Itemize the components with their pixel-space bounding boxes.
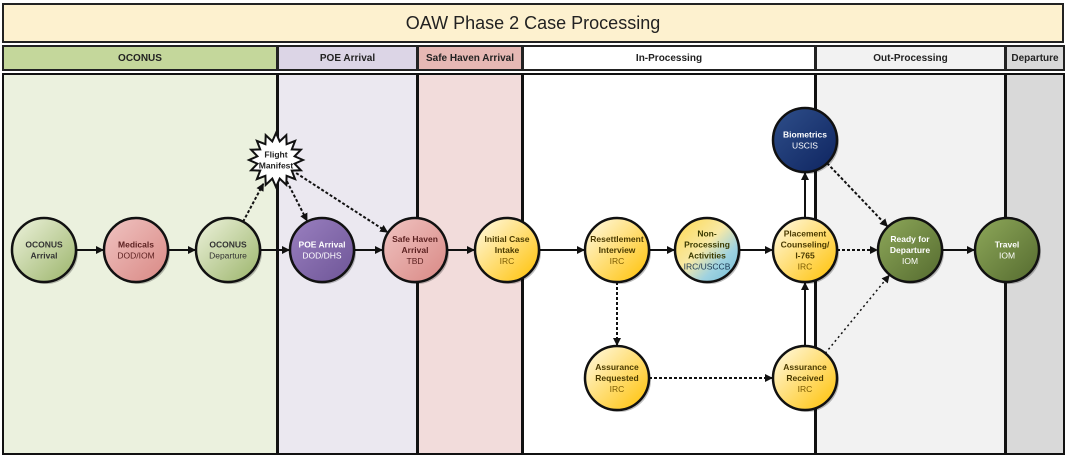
node-sublabel: TBD (407, 256, 424, 266)
node-label: Travel (995, 240, 1020, 250)
node-label: Intake (495, 245, 520, 255)
node-sublabel: IRC (798, 384, 813, 394)
node-circle (771, 344, 839, 412)
node-label: Resettlement (590, 234, 644, 244)
node-sublabel: IRC (610, 384, 625, 394)
lane-header-departure: Departure (1005, 45, 1065, 71)
node-circle (473, 216, 541, 284)
lane-header-out-processing: Out-Processing (815, 45, 1006, 71)
node-circle (10, 216, 78, 284)
diagram-title: OAW Phase 2 Case Processing (2, 3, 1064, 43)
edge-flight-manifest-to-poe-arrival (286, 180, 308, 222)
node-label: Counseling/ (781, 240, 830, 250)
node-circle (973, 216, 1041, 284)
node-label: Biometrics (783, 130, 827, 140)
node-label: OCONUS (25, 240, 63, 250)
node-sublabel: IOM (902, 256, 918, 266)
node-label: Manifest (259, 161, 294, 171)
node-sublabel: IRC (610, 256, 625, 266)
node-circle (771, 216, 839, 284)
node-sublabel: IRC/USCCB (684, 262, 731, 272)
node-label: Arrival (402, 245, 429, 255)
node-label: Assurance (595, 362, 639, 372)
node-label: Requested (595, 373, 638, 383)
node-sublabel: Departure (209, 251, 247, 261)
node-sublabel: IRC (500, 256, 515, 266)
node-circle (583, 216, 651, 284)
edge-flight-manifest-to-safe-haven-arrival (295, 172, 389, 233)
node-label: Departure (890, 245, 930, 255)
node-label: Assurance (783, 362, 827, 372)
node-label: Processing (684, 240, 730, 250)
node-label: Arrival (31, 251, 58, 261)
node-circle (102, 216, 170, 284)
lane-header-poe-arrival: POE Arrival (277, 45, 418, 71)
node-label: POE Arrival (299, 240, 346, 250)
node-label: Interview (599, 245, 636, 255)
edge-oconus-departure-to-flight-manifest (242, 182, 265, 223)
node-circle (673, 216, 741, 284)
lane-header-oconus: OCONUS (2, 45, 278, 71)
node-sublabel: IRC (798, 262, 813, 272)
node-label: Placement (784, 229, 827, 239)
node-sublabel: DOD/DHS (302, 251, 342, 261)
node-label: Safe Haven (392, 234, 438, 244)
node-label: OCONUS (209, 240, 247, 250)
node-circle (288, 216, 356, 284)
node-circle (194, 216, 262, 284)
node-circle (876, 216, 944, 284)
node-label: Initial Case (485, 234, 530, 244)
node-sublabel: IOM (999, 251, 1015, 261)
lane-header-in-processing: In-Processing (522, 45, 816, 71)
node-label: Received (786, 373, 823, 383)
starburst-shape (246, 130, 306, 190)
edge-biometrics-to-ready-for-departure (826, 162, 888, 227)
node-label: Non- (697, 229, 717, 239)
node-circle (381, 216, 449, 284)
node-label: Flight (264, 150, 287, 160)
node-label: Activities (688, 251, 726, 261)
node-circle (771, 106, 839, 174)
node-circle (583, 344, 651, 412)
node-label: I-765 (795, 251, 815, 261)
node-sublabel: DOD/IOM (117, 251, 154, 261)
edge-assurance-received-to-ready-for-departure (824, 274, 890, 354)
node-sublabel: USCIS (792, 141, 818, 151)
node-label: Medicals (118, 240, 154, 250)
node-label: Ready for (890, 234, 930, 244)
lane-header-safe-haven-arrival: Safe Haven Arrival (417, 45, 523, 71)
